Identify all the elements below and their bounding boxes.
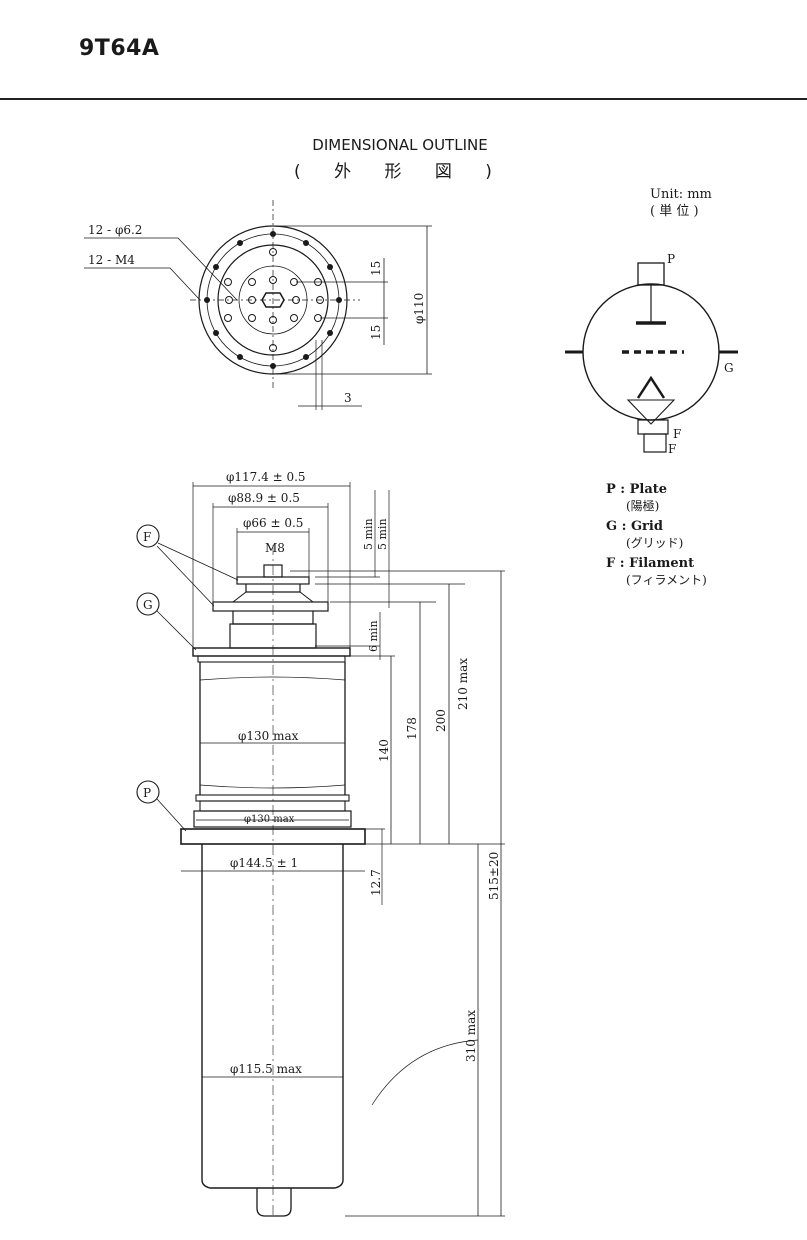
legend-key: F : Filament — [606, 556, 695, 571]
dim-cap: φ66 ± 0.5 — [243, 516, 303, 530]
legend-grid: G : Grid (グリッド) — [606, 518, 707, 552]
dim-h210: 210 max — [456, 658, 470, 710]
label-pitch-lower: 15 — [369, 325, 383, 340]
header-rule — [0, 98, 807, 100]
dim-h12-7: 12.7 — [369, 869, 383, 896]
symbol-filament-pin-2 — [643, 433, 667, 453]
label-dia-110: φ110 — [412, 293, 426, 324]
unit-label-jp: ( 単 位 ) — [650, 204, 699, 219]
dim-plate-flange: φ144.5 ± 1 — [230, 856, 298, 870]
diagram-title-jp: ( 外 形 図 ) — [294, 162, 506, 182]
dim-h515: 515±20 — [487, 852, 501, 900]
legend-key: G : Grid — [606, 519, 663, 534]
dim-body-low: φ130 max — [244, 814, 295, 825]
dim-min-a: 5 min — [362, 518, 375, 550]
unit-label: Unit: mm — [650, 187, 712, 202]
grid-flange — [192, 647, 351, 657]
callout-g[interactable] — [136, 592, 160, 616]
dim-ring: φ88.9 ± 0.5 — [228, 491, 300, 505]
legend-filament: F : Filament (フィラメント) — [606, 555, 707, 589]
filament-ring — [212, 601, 329, 612]
callout-label-g: G — [143, 598, 153, 612]
leader-310 — [371, 1039, 479, 1106]
callout-label-f: F — [143, 530, 151, 544]
side-view — [136, 482, 505, 1217]
symbol-plate-cap — [637, 262, 665, 286]
legend-key: P : Plate — [606, 482, 668, 497]
callout-p[interactable] — [136, 780, 160, 804]
filament-cap — [236, 576, 310, 585]
callout-f[interactable] — [136, 524, 160, 548]
legend-jp: (フィラメント) — [626, 573, 707, 587]
dim-h140: 140 — [377, 739, 391, 762]
legend: P : Plate (陽極) G : Grid (グリッド) F : Filam… — [606, 481, 707, 592]
symbol-label-f2: F — [668, 442, 676, 456]
dim-min-c: 6 min — [367, 620, 380, 652]
symbol-label-g: G — [724, 361, 734, 375]
leader-hole — [84, 237, 238, 301]
bolt-holes — [204, 231, 342, 369]
model-number: 9T64A — [79, 36, 160, 61]
dim-thread: M8 — [265, 541, 285, 555]
dim-h178: 178 — [405, 717, 419, 740]
legend-plate: P : Plate (陽極) — [606, 481, 707, 515]
label-pitch-upper: 15 — [369, 261, 383, 276]
ceramic-body — [199, 662, 346, 795]
top-view — [84, 200, 432, 410]
anode-stem — [256, 1188, 292, 1217]
label-hole: 12 - φ6.2 — [88, 223, 142, 237]
dim-min-b: 5 min — [376, 518, 389, 550]
anode-body — [201, 844, 344, 1189]
symbol-filament-base — [626, 399, 676, 425]
dim-h200: 200 — [434, 709, 448, 732]
symbol-label-p: P — [667, 252, 675, 266]
unit-note: Unit: mm ( 単 位 ) — [650, 186, 712, 220]
label-offset: 3 — [344, 391, 352, 405]
dim-body: φ130 max — [238, 729, 299, 743]
lower-ring — [193, 810, 352, 828]
dim-h310: 310 max — [464, 1010, 478, 1062]
callout-label-p: P — [143, 786, 151, 800]
legend-jp: (陽極) — [626, 499, 660, 513]
dim-flange-top: φ117.4 ± 0.5 — [226, 470, 306, 484]
tube-symbol — [565, 262, 738, 453]
leader-thread — [84, 267, 201, 301]
plate-flange — [180, 828, 366, 845]
label-thread: 12 - M4 — [88, 253, 135, 267]
symbol-label-f1: F — [673, 427, 681, 441]
symbol-filament — [636, 375, 666, 399]
dim-anode: φ115.5 max — [230, 1062, 302, 1076]
legend-jp: (グリッド) — [626, 536, 684, 550]
diagram-title: DIMENSIONAL OUTLINE — [312, 136, 488, 154]
